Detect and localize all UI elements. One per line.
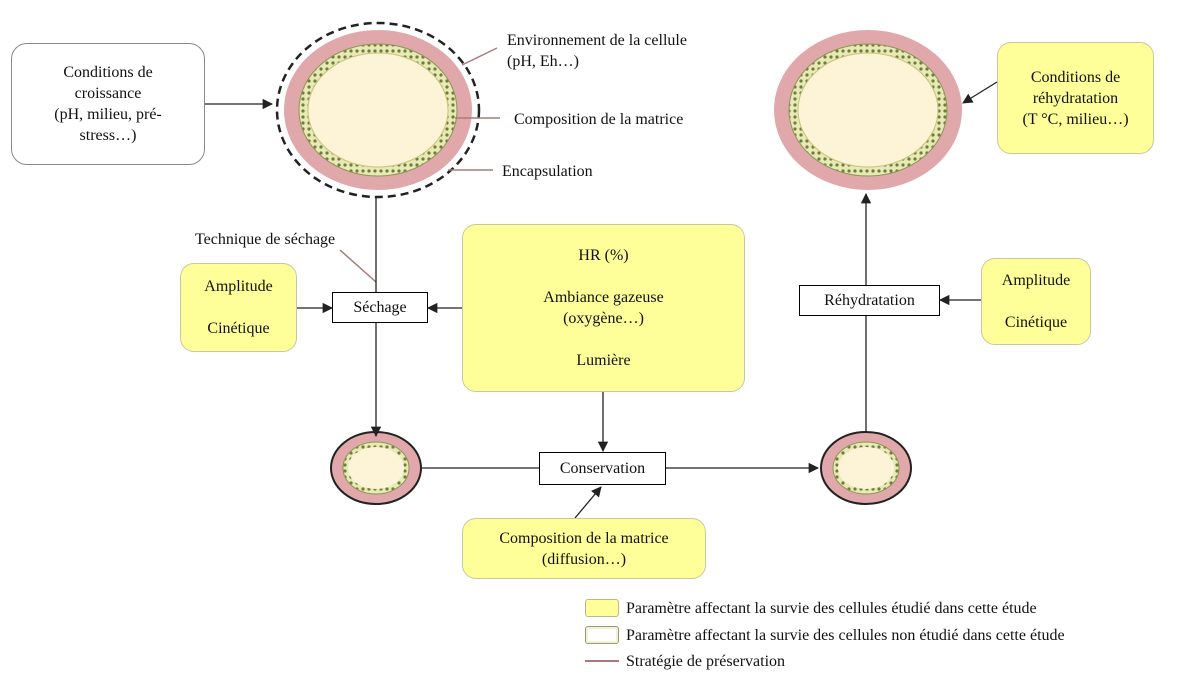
matrix-composition-box: Composition de la matrice (diffusion…) (462, 518, 706, 579)
cell-small-left (330, 431, 422, 505)
drying-params-box: Amplitude Cinétique (180, 263, 297, 352)
step-drying: Séchage (332, 292, 428, 323)
step-conservation: Conservation (539, 452, 666, 485)
label-encapsulation: Encapsulation (502, 163, 593, 180)
label-drying-technique: Technique de séchage (195, 231, 336, 248)
legend-not-studied-label: Paramètre affectant la survie des cellul… (626, 626, 1065, 644)
leader-drying-technique (339, 249, 377, 283)
rehydration-params-box: Amplitude Cinétique (981, 258, 1091, 345)
rehydration-conditions-line2: réhydratation (1032, 89, 1119, 107)
storage-conditions-box: HR (%) Ambiance gazeuse (oxygène…) Lumiè… (462, 224, 745, 392)
legend-studied-label: Paramètre affectant la survie des cellul… (626, 599, 1037, 617)
rehydration-conditions-line1: Conditions de (1030, 68, 1121, 86)
growth-conditions-line1: Conditions de (63, 64, 153, 81)
cell-small-right (820, 431, 912, 505)
cell-large-left (275, 21, 481, 199)
legend-strategy-line (585, 660, 619, 662)
storage-atmosphere-line1: Ambiance gazeuse (543, 289, 664, 306)
arrow-matrix-to-conservation (574, 486, 602, 519)
storage-atmosphere-line2: (oxygène…) (563, 310, 644, 327)
storage-light: Lumière (576, 352, 631, 369)
growth-conditions-line4: stress…) (79, 127, 137, 144)
drying-kinetics: Cinétique (207, 320, 270, 337)
growth-conditions-line2: croissance (74, 85, 142, 102)
label-environment: Environnement de la cellule (pH, Eh…) (507, 30, 687, 72)
leader-environment (461, 47, 498, 66)
matrix-composition-line2: (diffusion…) (541, 550, 627, 568)
rehydration-conditions-box: Conditions de réhydratation (T °C, milie… (997, 42, 1154, 154)
drying-amplitude: Amplitude (204, 278, 273, 295)
label-environment-line1: Environnement de la cellule (507, 32, 687, 49)
cell-large-right (774, 30, 962, 190)
legend-studied-swatch (585, 599, 619, 617)
label-environment-line2: (pH, Eh…) (507, 53, 579, 70)
rehydration-kinetics: Cinétique (1004, 314, 1068, 331)
step-rehydration: Réhydratation (799, 285, 940, 316)
arrow-rehydration-conditions (962, 81, 998, 104)
growth-conditions-line3: (pH, milieu, pré- (54, 106, 162, 123)
encapsulation-dashed-outline (275, 21, 481, 199)
rehydration-amplitude: Amplitude (1001, 272, 1071, 289)
storage-humidity: HR (%) (578, 247, 629, 264)
legend-not-studied-swatch (585, 626, 619, 644)
matrix-composition-line1: Composition de la matrice (499, 529, 669, 547)
legend-strategy-label: Stratégie de préservation (626, 652, 786, 670)
rehydration-conditions-line3: (T °C, milieu…) (1022, 110, 1129, 128)
cell-interior (797, 52, 939, 168)
label-matrix-composition: Composition de la matrice (514, 111, 684, 128)
cell-interior (307, 52, 449, 168)
growth-conditions-box: Conditions de croissance (pH, milieu, pr… (11, 43, 205, 165)
